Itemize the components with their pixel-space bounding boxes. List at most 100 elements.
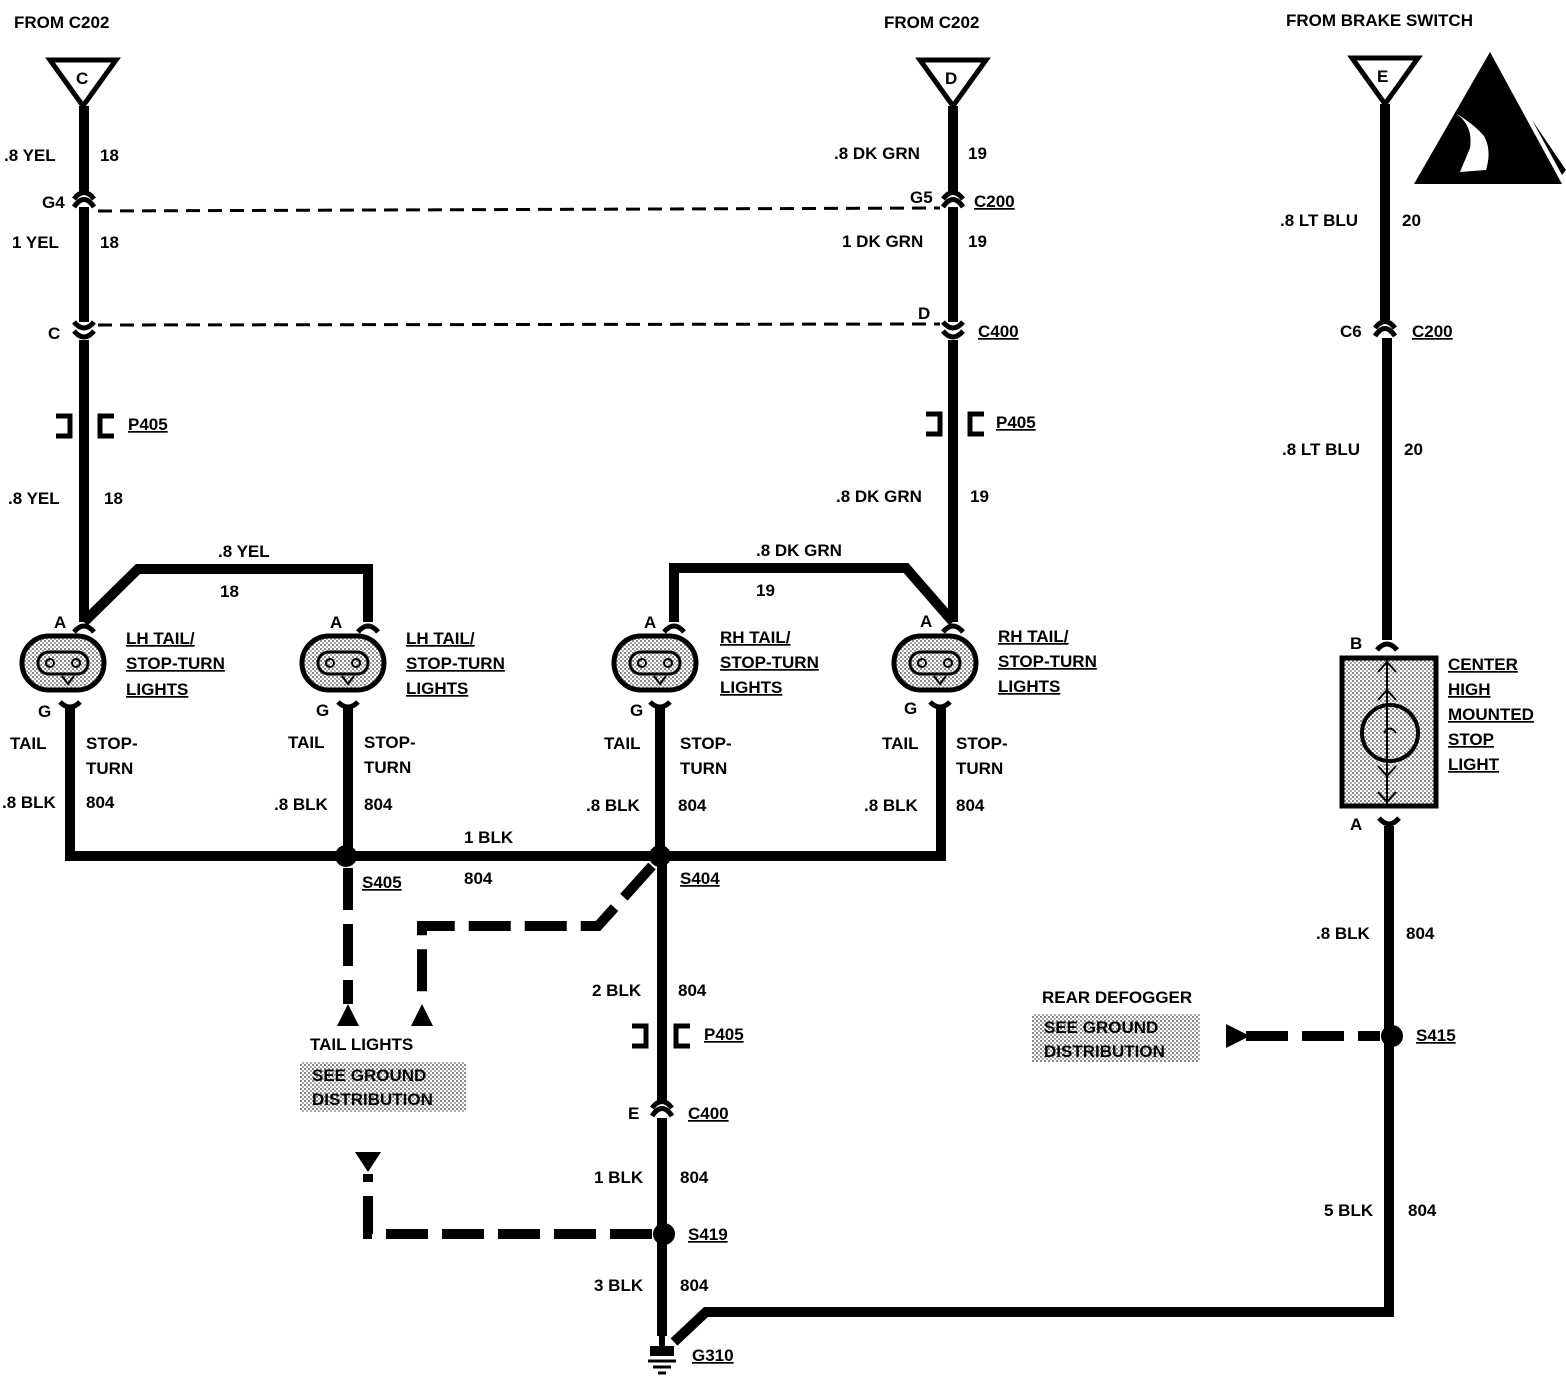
connector-c400-e-symbol <box>649 1106 675 1118</box>
chmsl-pin-b: B <box>1350 634 1362 653</box>
wire-d-branch-circuit: 19 <box>756 581 775 600</box>
lamp2-label-2: STOP-TURN <box>406 654 505 673</box>
wire-chmsl-gnd2-color: 5 BLK <box>1324 1201 1374 1220</box>
lamp2-pin-a: A <box>330 613 342 632</box>
ref-defogger-box <box>1032 1014 1200 1062</box>
ref-defogger-line2: DISTRIBUTION <box>1044 1042 1165 1061</box>
connector-p405-mid-label: P405 <box>996 413 1036 432</box>
lamp4-label-3: LIGHTS <box>998 677 1060 696</box>
chmsl-label-4: STOP <box>1448 730 1494 749</box>
wire-c2-circuit: 18 <box>100 233 119 252</box>
wire-c1-circuit: 18 <box>100 146 119 165</box>
wire-d2-circuit: 19 <box>968 232 987 251</box>
connector-d-pin-label: D <box>918 304 930 323</box>
source-c-label: FROM C202 <box>14 13 109 32</box>
source-d-triangle: D <box>915 57 991 111</box>
chmsl-label-3: MOUNTED <box>1448 705 1534 724</box>
lamp2-pin-g: G <box>316 701 329 720</box>
chmsl-connector-a <box>1377 816 1401 827</box>
connector-c-pin-label: C <box>48 324 60 343</box>
connector-p405-left-symbol <box>56 413 73 439</box>
splice-s415 <box>1381 1025 1403 1047</box>
connector-e-pin-label: E <box>628 1104 639 1123</box>
wire-e2-color: .8 LT BLU <box>1282 440 1360 459</box>
lamp1-label-2: STOP-TURN <box>126 654 225 673</box>
ref-tail-title: TAIL LIGHTS <box>310 1035 413 1054</box>
esd-warning-icon <box>1414 52 1566 184</box>
wire-c1-color: .8 YEL <box>4 146 56 165</box>
splice-s419 <box>653 1223 675 1245</box>
lamp3-pin-a: A <box>644 613 656 632</box>
wire-lamp2-gnd-circuit: 804 <box>364 795 393 814</box>
lamp2-stop2: TURN <box>364 758 411 777</box>
lamp1-pin-a: A <box>54 613 66 632</box>
lamp1-label-3: LIGHTS <box>126 680 188 699</box>
wire-chmsl-gnd-circuit: 804 <box>1406 924 1435 943</box>
chmsl-label-1: CENTER <box>1448 655 1518 674</box>
splice-s419-label: S419 <box>688 1225 728 1244</box>
lamp4-pin-a: A <box>920 612 932 631</box>
dash-wire-s419 <box>363 1174 652 1239</box>
ground-g310-icon <box>648 1336 676 1375</box>
connector-g4-symbol <box>71 197 97 209</box>
connector-c400-1-label: C400 <box>978 322 1019 341</box>
connector-c400-c-symbol <box>72 320 96 331</box>
arrow-tail-1 <box>337 1004 359 1026</box>
wire-lamp3-gnd-circuit: 804 <box>678 796 707 815</box>
wire-bus-circuit: 804 <box>464 869 493 888</box>
wire-chmsl-gnd-color: .8 BLK <box>1316 924 1371 943</box>
lamp3-label-1: RH TAIL/ <box>720 628 791 647</box>
lamp3-label-2: STOP-TURN <box>720 653 819 672</box>
lamp4-tail: TAIL <box>882 734 919 753</box>
wire-lamp3-gnd-color: .8 BLK <box>586 796 641 815</box>
lamp1-stop2: TURN <box>86 759 133 778</box>
wire-c-branch-circuit: 18 <box>220 582 239 601</box>
wire-g2-circuit: 804 <box>680 1168 709 1187</box>
wire-g1-color: 2 BLK <box>592 981 642 1000</box>
wire-e1-color: .8 LT BLU <box>1280 211 1358 230</box>
lamp4-pin-g: G <box>904 699 917 718</box>
splice-s405 <box>335 845 357 867</box>
connector-c200-g5-symbol <box>940 197 966 209</box>
splice-s415-label: S415 <box>1416 1026 1456 1045</box>
source-d-letter: D <box>945 69 957 88</box>
lamp-rh-1 <box>611 623 699 710</box>
wire-g3-circuit: 804 <box>680 1276 709 1295</box>
dash-wire-s404-tail <box>417 862 656 1004</box>
connector-p405-mid-symbol <box>926 411 943 437</box>
lamp3-tail: TAIL <box>604 734 641 753</box>
source-d-label: FROM C202 <box>884 13 979 32</box>
connector-c6-label: C6 <box>1340 322 1362 341</box>
source-c-letter: C <box>76 69 88 88</box>
lamp3-stop2: TURN <box>680 759 727 778</box>
source-e-label: FROM BRAKE SWITCH <box>1286 11 1473 30</box>
lamp3-stop1: STOP- <box>680 734 732 753</box>
wire-lamp1-gnd-color: .8 BLK <box>2 793 57 812</box>
chmsl-label-2: HIGH <box>1448 680 1491 699</box>
lamp1-label-1: LH TAIL/ <box>126 629 195 648</box>
connector-c400-d-symbol <box>941 320 965 331</box>
wire-c3-circuit: 18 <box>104 489 123 508</box>
lamp2-stop1: STOP- <box>364 733 416 752</box>
wire-c-branch-color: .8 YEL <box>218 542 270 561</box>
wire-d2-color: 1 DK GRN <box>842 232 923 251</box>
lamp2-tail: TAIL <box>288 733 325 752</box>
source-c-triangle: C <box>45 57 121 111</box>
wire-lamp4-gnd-circuit: 804 <box>956 796 985 815</box>
ref-tail-box <box>300 1062 466 1112</box>
lamp-lh-2 <box>299 623 387 710</box>
lamp1-stop1: STOP- <box>86 734 138 753</box>
source-e-letter: E <box>1377 67 1388 86</box>
source-e-triangle: E <box>1347 55 1423 109</box>
lamp4-stop2: TURN <box>956 759 1003 778</box>
connector-c200-1-label: C200 <box>974 192 1015 211</box>
ground-g310-label: G310 <box>692 1346 734 1365</box>
wire-g1-circuit: 804 <box>678 981 707 1000</box>
lamp4-label-1: RH TAIL/ <box>998 627 1069 646</box>
wire-d-branch-color: .8 DK GRN <box>756 541 842 560</box>
lamp2-label-3: LIGHTS <box>406 679 468 698</box>
lamp1-pin-g: G <box>38 702 51 721</box>
chmsl-pin-a: A <box>1350 815 1362 834</box>
lamp1-tail: TAIL <box>10 734 47 753</box>
